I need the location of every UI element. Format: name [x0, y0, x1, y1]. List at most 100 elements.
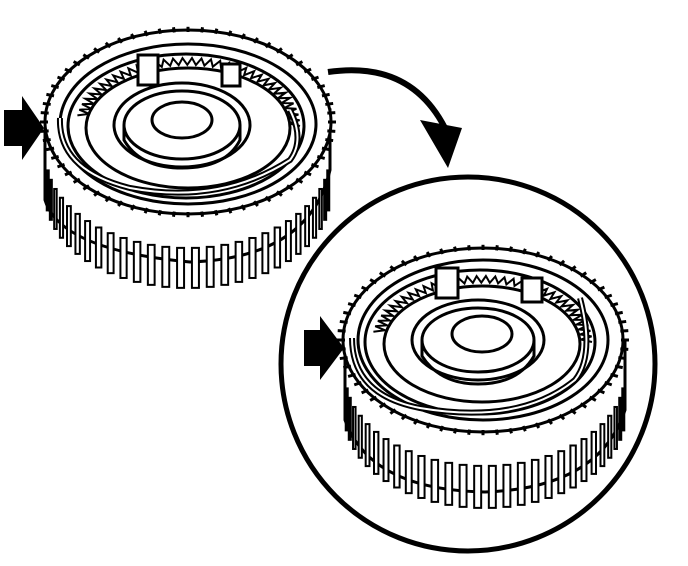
- gear-tooth-top: [361, 388, 369, 395]
- gear-tooth-top: [597, 388, 605, 395]
- gear-tooth-top: [508, 427, 513, 434]
- gear-tooth-top: [72, 60, 81, 67]
- gear-detail-tab-2: [520, 276, 544, 304]
- gear-tooth-top: [618, 356, 627, 361]
- gear-tooth-top: [46, 146, 55, 152]
- gear-tooth-top: [620, 347, 629, 351]
- gear-tooth-top: [42, 101, 51, 106]
- gear-tooth: [66, 205, 72, 248]
- gear-top-left-side-teeth: [45, 169, 331, 289]
- gear-tooth-top: [425, 251, 432, 258]
- gear-tooth-top: [104, 41, 112, 49]
- gear-tooth-top: [614, 310, 624, 316]
- gear-tooth-top: [213, 209, 219, 216]
- gear-tooth-top: [610, 302, 619, 308]
- gear-tooth-top: [50, 84, 60, 90]
- gear-tooth-top: [213, 28, 219, 35]
- gear-tooth-top: [227, 207, 233, 214]
- gear-tooth-top: [453, 427, 458, 434]
- gear-tooth-top: [64, 67, 73, 74]
- gear-tooth-top: [521, 248, 527, 255]
- gear-tooth-top: [558, 413, 566, 421]
- gear-tooth-top: [378, 271, 387, 278]
- gear-tooth-top: [339, 356, 348, 361]
- gear-tooth: [176, 246, 186, 289]
- gear-tooth-top: [46, 92, 55, 98]
- gear-tooth-top: [453, 246, 458, 253]
- gear-tooth: [372, 430, 380, 475]
- gear-tooth: [444, 461, 454, 506]
- gear-top-left: [40, 26, 336, 289]
- gear-tooth-top: [240, 204, 246, 211]
- gear-tooth-top: [614, 364, 624, 370]
- gear-tooth-top: [157, 209, 163, 216]
- gear-tooth-top: [275, 47, 283, 54]
- gear-tooth-top: [588, 395, 597, 402]
- gear-tooth-top: [172, 211, 176, 217]
- gear-tooth-top: [295, 177, 304, 184]
- gear-tooth: [234, 240, 244, 283]
- gear-tooth-top: [327, 111, 336, 115]
- gear-tooth-top: [508, 246, 513, 253]
- gear-tooth-top: [321, 92, 330, 98]
- gear-tooth: [382, 438, 390, 483]
- pointer-arrow-icon: [4, 96, 44, 160]
- gear-tooth: [393, 444, 401, 489]
- gear-tooth-top: [439, 248, 445, 255]
- gear-tooth-top: [325, 138, 334, 143]
- gear-tooth: [318, 187, 323, 230]
- gear-tooth-top: [93, 47, 101, 54]
- gear-tooth: [404, 450, 413, 495]
- gear-tooth: [106, 232, 115, 275]
- gear-tooth-top: [286, 184, 294, 191]
- gear-tooth-top: [353, 381, 362, 387]
- gear-tooth: [417, 454, 426, 499]
- gear-tooth: [530, 458, 540, 503]
- gear-tooth: [557, 450, 566, 495]
- gear-tooth-top: [534, 422, 541, 429]
- gear-tooth-top: [117, 200, 124, 207]
- inner-teeth-path: [77, 56, 301, 127]
- gear-tooth: [613, 405, 618, 450]
- gear-tooth-top: [303, 170, 312, 177]
- gear-tooth: [487, 464, 497, 509]
- gear-tooth-top: [64, 170, 73, 177]
- gear-tooth: [364, 423, 371, 468]
- gear-tooth: [618, 396, 623, 441]
- gear-tooth-top: [604, 293, 613, 299]
- gear-tooth-top: [286, 53, 294, 60]
- gear-tooth: [344, 387, 349, 432]
- gear-tooth-top: [521, 425, 527, 432]
- gear-tooth-top: [227, 30, 233, 37]
- gear-tooth-top: [50, 154, 60, 160]
- gear-tooth-top: [347, 372, 356, 378]
- gear-tooth-top: [337, 329, 346, 333]
- gear-top-left-bore: [150, 100, 214, 140]
- gear-tooth-top: [93, 190, 101, 197]
- gear-tooth-top: [130, 33, 136, 40]
- inner-teeth-path: [373, 274, 593, 343]
- gear-tooth-top: [495, 429, 499, 435]
- gear-tooth-top: [597, 285, 605, 292]
- gear-tooth-top: [310, 75, 320, 81]
- gear-tooth: [53, 187, 58, 230]
- gear-tooth-top: [400, 259, 408, 267]
- gear-tooth-top: [413, 418, 420, 425]
- gear-tooth: [94, 226, 103, 269]
- gear-tooth-top: [316, 154, 326, 160]
- gear-tooth-top: [546, 255, 553, 262]
- magnifier-circle: [278, 174, 658, 554]
- gear-tooth: [48, 178, 53, 221]
- gear-tooth-top: [200, 27, 204, 33]
- gear-top-left-top-teeth: [40, 26, 336, 218]
- gear-tooth-top: [104, 195, 112, 203]
- gear-tooth-top: [389, 408, 397, 415]
- gear-tooth-top: [579, 271, 588, 278]
- gear-tooth-top: [172, 27, 176, 33]
- gear-tooth-top: [618, 319, 627, 324]
- gear-tooth-top: [82, 53, 90, 60]
- gear-tooth-top: [295, 60, 304, 67]
- gear-tooth-top: [327, 129, 336, 133]
- gear-tooth-top: [56, 163, 66, 169]
